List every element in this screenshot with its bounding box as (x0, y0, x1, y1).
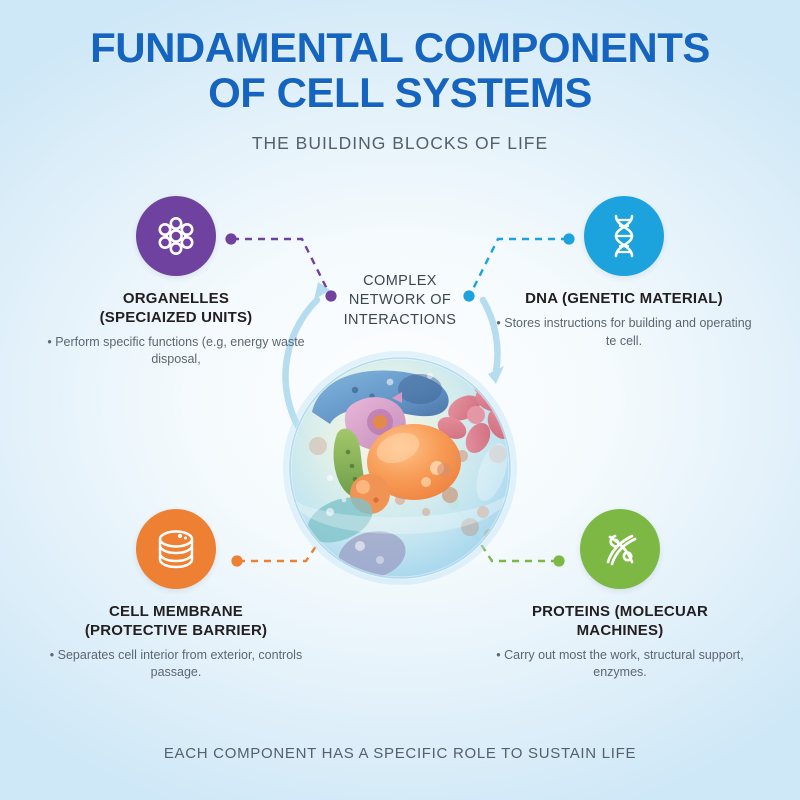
organelles-title-line1: ORGANELLES (122, 290, 230, 307)
title-line-2: OF CELL SYSTEMS (208, 68, 592, 116)
node-organelles[interactable]: ORGANELLES (SPECIAIZED UNITS) • Perform … (26, 196, 326, 369)
dna-badge[interactable] (584, 196, 664, 276)
node-cell-membrane[interactable]: CELL MEMBRANE (PROTECTIVE BARRIER) • Sep… (26, 509, 326, 682)
node-desc-dna: • Stores instructions for building and o… (496, 315, 752, 348)
organelles-title-line2: (SPECIAIZED UNITS) (99, 308, 253, 326)
page-title: FUNDAMENTAL COMPONENTS OF CELL SYSTEMS (0, 24, 800, 116)
title-line-1: FUNDAMENTAL COMPONENTS (90, 24, 710, 71)
membrane-title-line1: CELL MEMBRANE (109, 603, 243, 620)
proteins-badge[interactable] (580, 509, 660, 589)
node-desc-cell-membrane: • Separates cell interior from exterior,… (49, 647, 303, 680)
proteins-title-line2: MACHINES) (576, 621, 664, 639)
node-proteins[interactable]: PROTEINS (MOLECUAR MACHINES) • Carry out… (470, 509, 770, 682)
membrane-layers-icon (153, 528, 199, 570)
proteins-title-line1: PROTEINS (MOLECUAR (531, 603, 709, 620)
footer-text: EACH COMPONENT HAS A SPECIFIC ROLE TO SU… (163, 745, 637, 762)
node-desc-organelles: • Perform specific functions (e.g, energ… (47, 334, 305, 367)
cell-membrane-badge[interactable] (136, 509, 216, 589)
organelles-cluster-icon (154, 214, 198, 258)
node-title-proteins: PROTEINS (MOLECUAR MACHINES) (470, 603, 770, 641)
node-title-organelles: ORGANELLES (SPECIAIZED UNITS) (26, 290, 326, 328)
node-title-dna: DNA (GENETIC MATERIAL) (474, 290, 774, 309)
node-desc-proteins: • Carry out most the work, structural su… (496, 647, 744, 680)
node-title-cell-membrane: CELL MEMBRANE (PROTECTIVE BARRIER) (26, 603, 326, 641)
dna-title-line1: DNA (GENETIC MATERIAL) (525, 290, 723, 307)
page-subtitle: THE BUILDING BLOCKS OF LIFE (251, 132, 549, 153)
header: FUNDAMENTAL COMPONENTS OF CELL SYSTEMS T… (0, 24, 800, 154)
membrane-title-line2: (PROTECTIVE BARRIER) (84, 621, 268, 639)
node-dna[interactable]: DNA (GENETIC MATERIAL) • Stores instruct… (474, 196, 774, 350)
protein-ribbon-icon (598, 527, 642, 571)
dna-helix-icon (603, 213, 645, 259)
center-label: COMPLEX NETWORK OF INTERACTIONS (343, 273, 457, 328)
organelles-badge[interactable] (136, 196, 216, 276)
